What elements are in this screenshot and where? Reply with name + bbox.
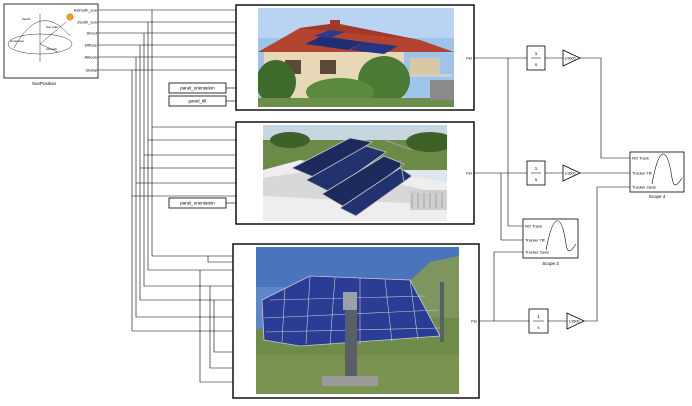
panel-tilt-constant[interactable]: panel_tilt xyxy=(168,95,227,107)
port-albedo: Albedo xyxy=(85,55,98,60)
panel-orientation-constant-1[interactable]: panel_orientation xyxy=(168,82,227,94)
gain-2-label: 1/3600 xyxy=(565,172,576,176)
scope-4-block[interactable]: NO Track Tracker Tilt Tracker 2axis Scop… xyxy=(629,151,685,199)
integrator-1-den: s xyxy=(535,62,538,67)
azimuth-text: Azimuth xyxy=(46,47,57,51)
two-axis-tracker-subsystem[interactable]: Pel xyxy=(232,243,480,399)
integrator-1-num: 1 xyxy=(535,51,538,56)
signal-lines xyxy=(98,9,630,383)
sun-path-text: Sun path xyxy=(46,25,58,29)
integrator-3-den: s xyxy=(537,325,540,330)
scope3-input-tracker-2axis: Tracker 2axis xyxy=(525,250,549,255)
tilt-tracker-subsystem[interactable]: Pel xyxy=(235,121,475,225)
two-axis-tracker-photo xyxy=(256,247,459,394)
sun-position-block[interactable]: Zenith Azimuth Horizontal Sun path Azimu… xyxy=(3,3,99,86)
integrator-1[interactable]: 1 s xyxy=(526,45,546,71)
scope4-input-tracker-2axis: Tracker 2axis xyxy=(632,185,656,190)
fixed-panel-subsystem[interactable]: Pel xyxy=(235,4,475,111)
tilt-panel-out-port: Pel xyxy=(466,171,472,176)
port-direct: Direct xyxy=(87,31,98,36)
panel-orientation-constant-2[interactable]: panel_orientation xyxy=(168,197,227,209)
port-azimuth-sun: Azimuth_sun xyxy=(74,8,97,13)
scope3-input-no-track: NO Track xyxy=(525,224,542,229)
panel-orientation-label-2: panel_orientation xyxy=(180,201,215,206)
port-diffuse: Diffuse xyxy=(85,43,98,48)
scope4-name: Scope 4 xyxy=(649,194,666,199)
integrator-2-num: 1 xyxy=(535,166,538,171)
gain-3-label: 1/3600 xyxy=(569,320,580,324)
scope3-name: Scope 3 xyxy=(542,261,559,266)
scope4-waveform-icon xyxy=(651,153,683,186)
gain-1-label: 1/3600 xyxy=(565,57,576,61)
zenith-text: Zenith xyxy=(22,17,31,21)
twoaxis-panel-out-port: Pel xyxy=(471,319,477,324)
integrator-2[interactable]: 1 s xyxy=(526,160,546,186)
horizontal-text: Horizontal xyxy=(10,39,24,43)
scope4-input-tracker-tilt: Tracker Tilt xyxy=(632,171,653,176)
integrator-3-num: 1 xyxy=(537,314,540,319)
sun-position-name: SunPosition xyxy=(32,81,57,86)
gain-3[interactable]: 1/3600 xyxy=(566,312,585,330)
integrator-2-den: s xyxy=(535,177,538,182)
sun-path-diagram: Zenith Azimuth Horizontal Sun path xyxy=(7,14,73,62)
panel-orientation-label-1: panel_orientation xyxy=(180,86,215,91)
fixed-panel-out-port: Pel xyxy=(466,56,472,61)
house-roof-photo xyxy=(258,8,454,107)
sun-icon xyxy=(66,13,74,21)
port-zenith-sun: Zenith_sun xyxy=(77,20,97,25)
tilt-tracker-photo xyxy=(263,125,447,221)
scope3-input-tracker-tilt: Tracker Tilt xyxy=(525,238,546,243)
gain-1[interactable]: 1/3600 xyxy=(562,49,581,67)
scope3-waveform-icon xyxy=(545,220,577,252)
gain-2[interactable]: 1/3600 xyxy=(562,164,581,182)
integrator-3[interactable]: 1 s xyxy=(528,308,549,334)
scope4-input-no-track: NO Track xyxy=(632,156,649,161)
panel-tilt-label: panel_tilt xyxy=(188,99,207,104)
scope-3-block[interactable]: NO Track Tracker Tilt Tracker 2axis Scop… xyxy=(522,218,579,266)
port-global: Global xyxy=(85,68,97,73)
